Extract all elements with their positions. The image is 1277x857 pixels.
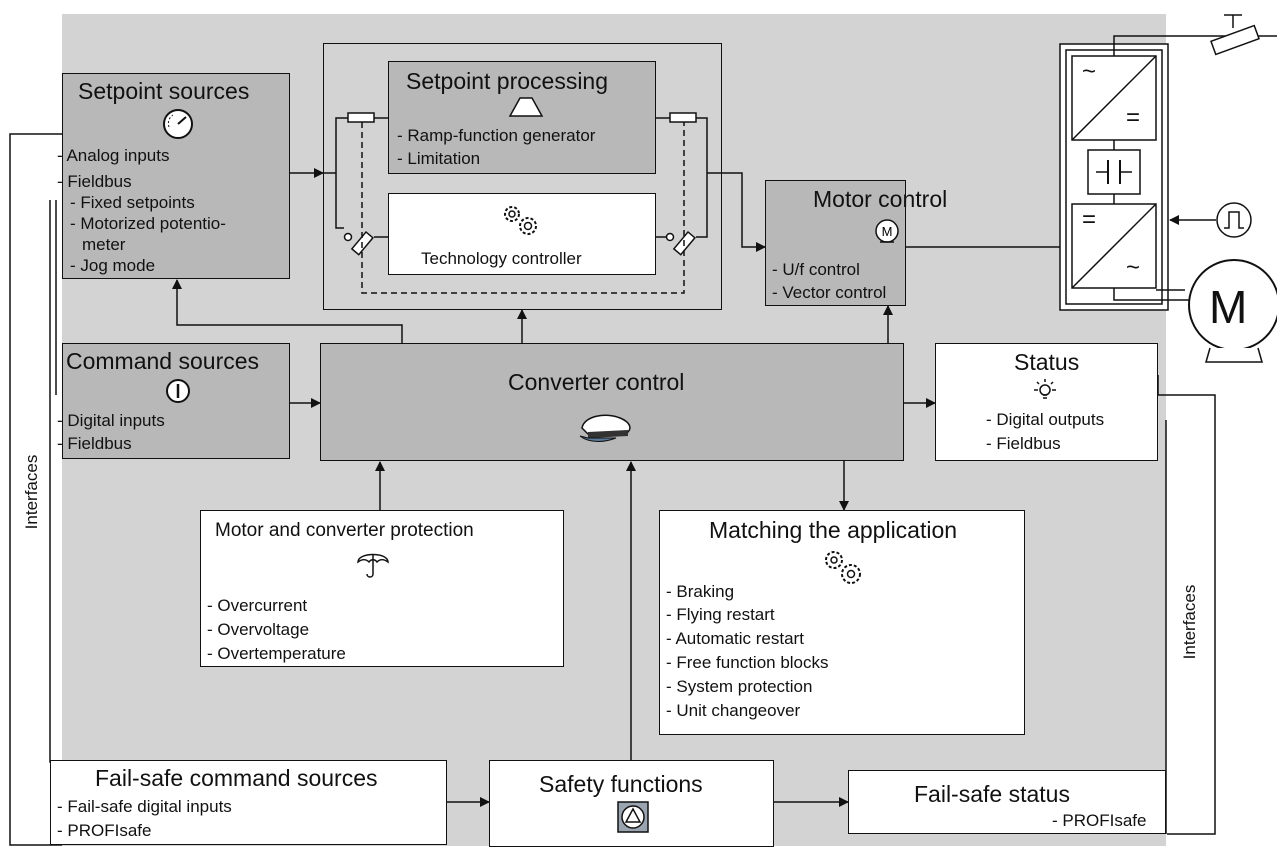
setpoint-sources-title: Setpoint sources [78,78,250,104]
matching-application-box [659,510,1025,735]
converter-control-box [320,343,904,461]
svg-text:M: M [882,224,893,239]
ramp-icon [508,97,544,117]
matching-application-title: Matching the application [709,517,958,543]
technology-controller-box [388,193,656,275]
line-supply [1113,35,1277,56]
motor-control-item: - Vector control [772,283,887,302]
motor-control-box [765,180,906,306]
setpoint-processing-item: - Limitation [397,149,481,168]
motor-letter: M [1209,281,1248,333]
motor-protection-item: - Overtemperature [207,644,346,663]
inverter-dc-symbol: = [1082,206,1097,233]
captain-hat-icon [579,414,631,442]
status-title: Status [1014,349,1080,375]
gears-icon [825,551,861,584]
converter-control-title: Converter control [508,369,685,395]
motor-small-icon: M [875,219,899,243]
setpoint-processing-item: - Ramp-function generator [397,126,596,145]
interfaces-right-label: Interfaces [1180,584,1199,660]
setpoint-sources-item: - Analog inputs [57,146,170,165]
motor-control-item: - U/f control [772,260,860,279]
technology-controller-title: Technology controller [421,249,582,268]
rectifier-ac-symbol: ~ [1082,58,1097,85]
status-item: - Fieldbus [986,434,1061,453]
failsafe-command-sources-box [50,760,447,845]
setpoint-sources-box [62,73,290,279]
command-sources-item: - Fieldbus [57,434,132,453]
motor-control-title: Motor control [813,186,948,212]
status-box [935,343,1158,461]
matching-application-item: - Automatic restart [666,629,804,648]
failsafe-command-sources-title: Fail-safe command sources [95,765,378,791]
motor-protection-item: - Overcurrent [207,596,308,615]
dashed-linkage [361,122,685,294]
matching-application-item: - Braking [666,582,735,601]
matching-application-item: - Unit changeover [666,701,801,720]
gauge-icon [163,109,193,139]
inverter-ac-symbol: ~ [1126,254,1141,281]
gears-icon [504,206,537,235]
failsafe-command-sources-item: - PROFIsafe [57,821,152,840]
command-sources-item: - Digital inputs [57,411,165,430]
setpoint-sources-item: meter [82,235,126,254]
arrow-to-motor-control [707,172,766,252]
setpoint-sources-item: - Fixed setpoints [70,193,195,212]
interfaces-left-bracket [9,133,62,846]
fuse-icon [1210,24,1260,56]
setpoint-group-box [323,43,722,310]
failsafe-status-box [848,770,1166,834]
failsafe-command-sources-item: - Fail-safe digital inputs [57,797,232,816]
safety-icon [617,801,649,833]
motor-protection-box [200,510,564,667]
motor-protection-title: Motor and converter protection [215,520,474,541]
arrow-cc-to-setpoint-sources [172,279,403,343]
command-sources-title: Command sources [66,348,260,374]
failsafe-status-item: - PROFIsafe [1052,811,1147,830]
failsafe-status-title: Fail-safe status [914,781,1070,807]
encoder-icon [1216,202,1252,238]
matching-application-item: - Flying restart [666,605,775,624]
interfaces-left-label: Interfaces [22,454,41,530]
power-icon [166,379,190,403]
split-in [323,117,348,229]
matching-application-item: - Free function blocks [666,653,829,672]
setpoint-sources-item: - Jog mode [70,256,156,275]
interfaces-right-bracket [1157,375,1216,835]
motor-cables [1113,288,1200,301]
light-bulb-icon [1034,379,1056,399]
safety-functions-title: Safety functions [539,771,703,797]
setpoint-processing-title: Setpoint processing [406,68,609,94]
setpoint-sources-item: - Motorized potentio- [70,214,226,233]
setpoint-sources-item: - Fieldbus [57,172,132,191]
dc-link-block [1087,149,1141,195]
setpoint-processing-box [388,61,656,174]
status-item: - Digital outputs [986,410,1105,429]
umbrella-icon [357,553,389,578]
motor-protection-item: - Overvoltage [207,620,310,639]
matching-application-item: - System protection [666,677,813,696]
rectifier-dc-symbol: = [1126,104,1141,131]
